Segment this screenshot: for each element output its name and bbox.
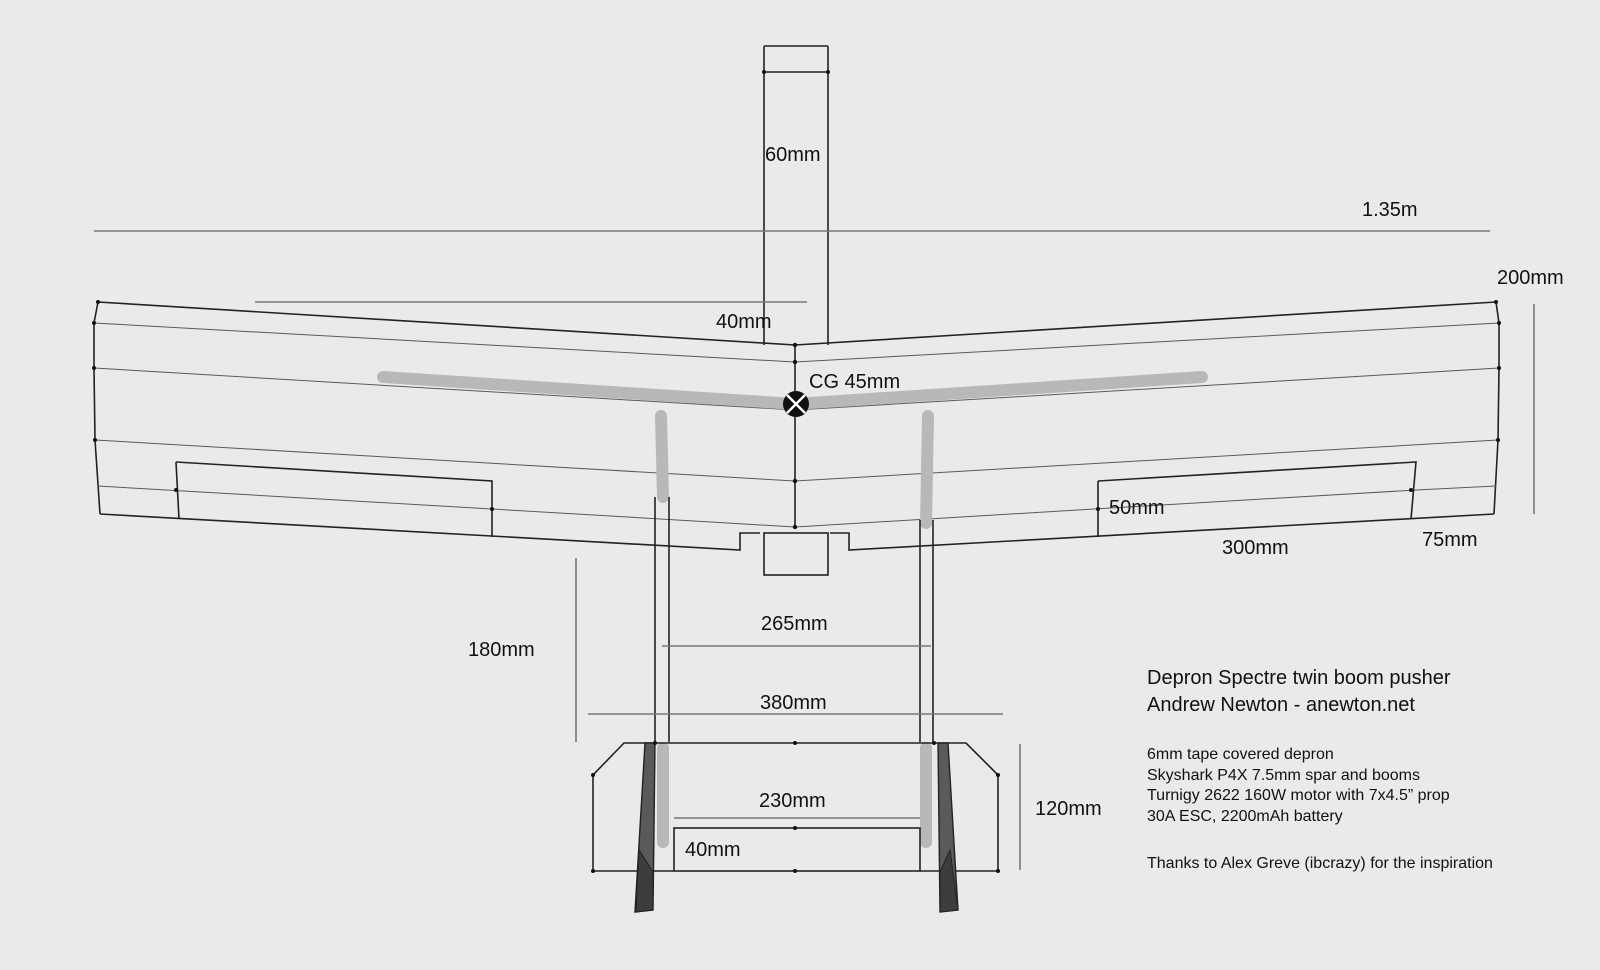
title-line-2: Andrew Newton - anewton.net	[1147, 694, 1415, 716]
tail	[591, 741, 1000, 913]
span-label: 1.35m	[1362, 199, 1418, 221]
fuselage	[762, 45, 830, 527]
booms	[654, 410, 934, 848]
elevon-chord-label: 50mm	[1109, 497, 1165, 519]
cg-label: CG 45mm	[809, 371, 900, 393]
tip-offset-label: 75mm	[1422, 529, 1478, 551]
root-chord-label: 200mm	[1497, 267, 1564, 289]
thanks-note: Thanks to Alex Greve (ibcrazy) for the i…	[1147, 855, 1493, 872]
spec-line: 30A ESC, 2200mAh battery	[1147, 808, 1343, 825]
spec-line: Turnigy 2622 160W motor with 7x4.5” prop	[1147, 787, 1450, 804]
spec-line: 6mm tape covered depron	[1147, 746, 1334, 763]
tail-elevator-label: 40mm	[685, 839, 741, 861]
title-line-1: Depron Spectre twin boom pusher	[1147, 667, 1451, 689]
elevon-span-label: 300mm	[1222, 537, 1289, 559]
sweep-offset-label: 40mm	[716, 311, 772, 333]
tail-chord-label: 120mm	[1035, 798, 1102, 820]
nose-length-label: 60mm	[765, 144, 821, 166]
cg-marker-icon	[783, 391, 809, 417]
boom-length-label: 180mm	[468, 639, 535, 661]
spec-line: Skyshark P4X 7.5mm spar and booms	[1147, 767, 1420, 784]
tail-inner-label: 230mm	[759, 790, 826, 812]
boom-spacing-label: 265mm	[761, 613, 828, 635]
wing	[92, 300, 1501, 576]
tail-span-label: 380mm	[760, 692, 827, 714]
